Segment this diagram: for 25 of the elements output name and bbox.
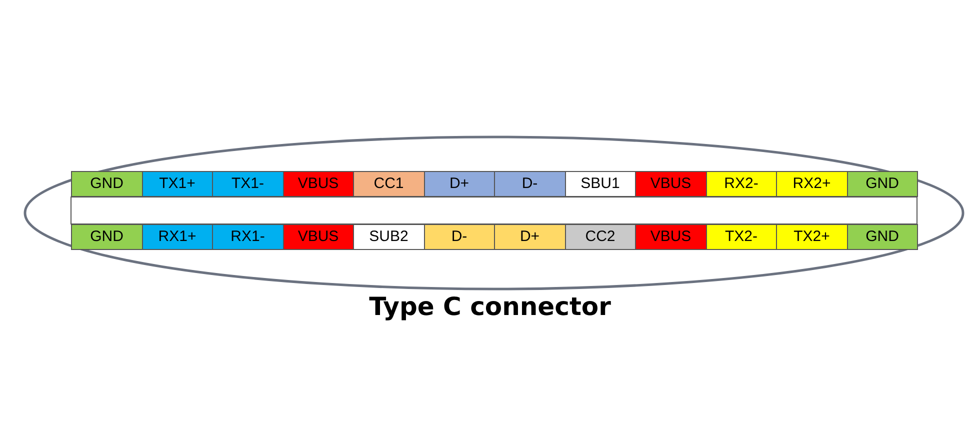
- pin-cell: D+: [494, 224, 566, 250]
- pin-cell: GND: [71, 224, 142, 250]
- pin-cell: SBU1: [564, 171, 636, 197]
- pin-cell: RX1+: [142, 224, 213, 250]
- pin-cell: D-: [424, 224, 495, 250]
- pin-cell: RX2+: [776, 171, 848, 197]
- pin-cell: GND: [846, 171, 918, 197]
- pin-cell: CC2: [564, 224, 636, 250]
- pin-cell: VBUS: [282, 171, 354, 197]
- pin-cell: VBUS: [282, 224, 354, 250]
- pin-cell: CC1: [353, 171, 424, 197]
- pin-cell: VBUS: [635, 171, 706, 197]
- caption: Type C connector: [368, 292, 612, 321]
- pin-cell: TX1-: [212, 171, 284, 197]
- pin-cell: D+: [424, 171, 495, 197]
- pin-cell: RX1-: [212, 224, 284, 250]
- pin-cell: VBUS: [635, 224, 706, 250]
- pin-cell: D-: [494, 171, 566, 197]
- pin-cell: TX2+: [776, 224, 848, 250]
- pin-cell: TX2-: [706, 224, 777, 250]
- pin-cell: SUB2: [353, 224, 424, 250]
- pin-cell: GND: [846, 224, 918, 250]
- pin-cell: GND: [71, 171, 142, 197]
- pin-cell: TX1+: [142, 171, 213, 197]
- pin-cell: RX2-: [706, 171, 777, 197]
